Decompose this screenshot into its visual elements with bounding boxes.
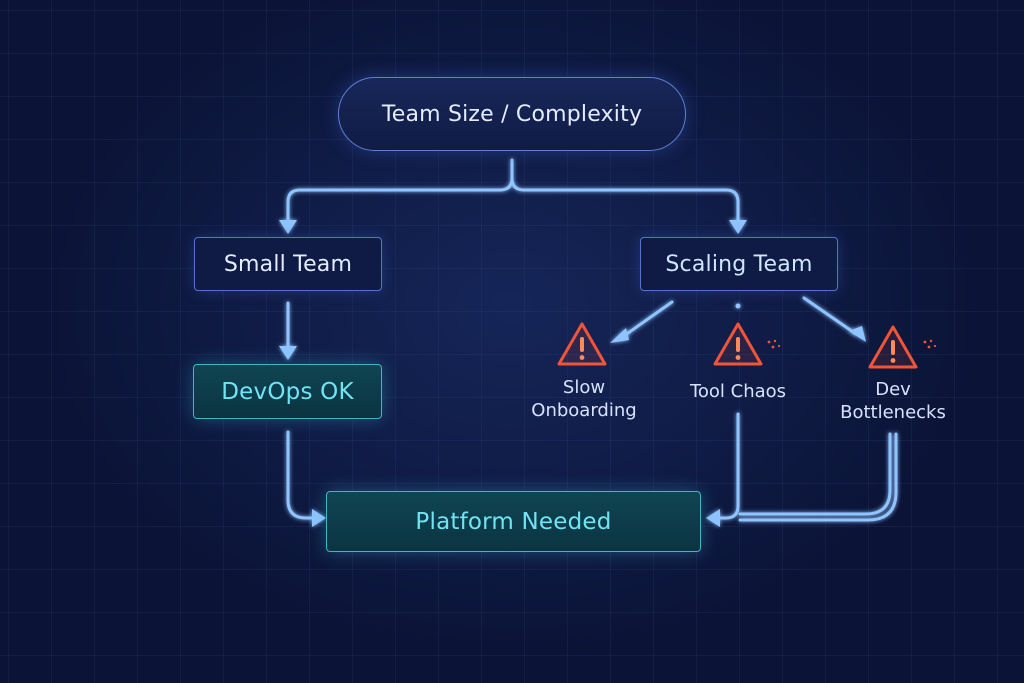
root-to-branches-connector	[286, 158, 514, 224]
arrowhead-devops	[279, 346, 297, 360]
outcome-node-devops-ok: DevOps OK	[193, 364, 382, 419]
devops-ok-label: DevOps OK	[221, 378, 354, 405]
small-team-label: Small Team	[223, 251, 353, 277]
scaling-team-label: Scaling Team	[665, 251, 813, 277]
tool-chaos-to-platform-connector	[714, 412, 740, 520]
root-node-team-size: Team Size / Complexity	[338, 77, 686, 151]
root-node-label: Team Size / Complexity	[381, 101, 643, 127]
arrowhead-scaling-team	[729, 220, 747, 234]
outcome-node-platform-needed: Platform Needed	[326, 491, 701, 552]
scaling-to-slow-onboarding-connector	[619, 300, 674, 340]
sparkle-icon	[767, 339, 781, 349]
arrowhead-dev-bottlenecks	[849, 326, 866, 342]
sparkle-icon	[923, 339, 937, 349]
warning-icon	[713, 322, 763, 366]
issue-label: Dev Bottlenecks	[840, 379, 946, 423]
warning-icon	[868, 325, 918, 369]
issue-dev-bottlenecks: Dev Bottlenecks	[828, 378, 958, 424]
issue-slow-onboarding: Slow Onboarding	[520, 376, 648, 422]
issue-label: Slow Onboarding	[531, 377, 637, 421]
scaling-to-dev-bottlenecks-connector	[802, 296, 858, 336]
dev-bottlenecks-to-platform-connector	[738, 432, 898, 522]
branch-node-scaling-team: Scaling Team	[640, 237, 838, 291]
issue-label: Tool Chaos	[689, 381, 787, 402]
branch-node-small-team: Small Team	[194, 237, 382, 291]
devops-to-platform-connector	[286, 430, 316, 520]
platform-needed-label: Platform Needed	[415, 508, 612, 535]
warning-icon	[557, 322, 607, 366]
scaling-to-tool-chaos-dot	[735, 303, 741, 309]
arrowhead-small-team	[279, 220, 297, 234]
arrowhead-platform-right	[706, 509, 720, 527]
arrowhead-platform-left	[312, 509, 326, 527]
issue-tool-chaos: Tool Chaos	[674, 380, 802, 403]
arrowhead-slow-onboarding	[610, 328, 629, 343]
